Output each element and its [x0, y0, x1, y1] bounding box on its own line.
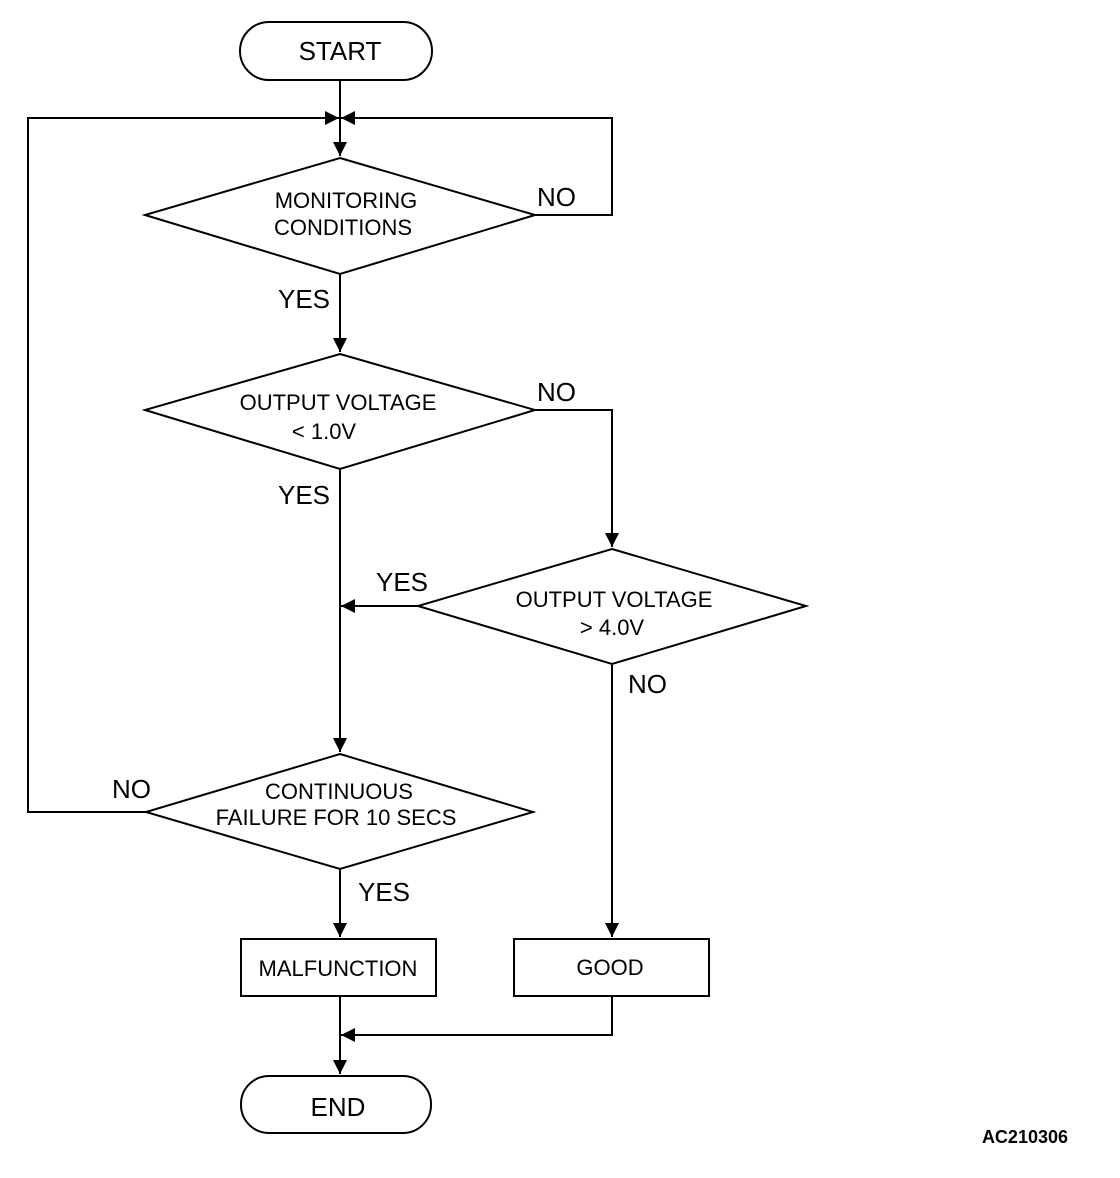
decision-monitoring: MONITORING CONDITIONS [141, 156, 539, 276]
decision-low-voltage-line2: < 1.0V [292, 419, 357, 444]
start-node: START [239, 21, 433, 81]
decision-continuous-line2: FAILURE FOR 10 SECS [216, 805, 457, 830]
label-continuous-yes: YES [358, 877, 410, 907]
edge-low-voltage-no [532, 409, 619, 547]
edge-good-end [341, 996, 613, 1042]
label-high-voltage-no: NO [628, 669, 667, 699]
label-monitoring-yes: YES [278, 284, 330, 314]
label-high-voltage-yes: YES [376, 567, 428, 597]
decision-continuous: CONTINUOUS FAILURE FOR 10 SECS [142, 752, 537, 871]
decision-high-voltage-line1: OUTPUT VOLTAGE [516, 587, 713, 612]
edge-monitoring-no [341, 111, 613, 216]
good-label: GOOD [576, 955, 643, 980]
label-low-voltage-yes: YES [278, 480, 330, 510]
label-continuous-no: NO [112, 774, 151, 804]
decision-low-voltage-line1: OUTPUT VOLTAGE [240, 390, 437, 415]
decision-continuous-line1: CONTINUOUS [265, 779, 413, 804]
label-monitoring-no: NO [537, 182, 576, 212]
decision-monitoring-line2: CONDITIONS [274, 215, 412, 240]
end-node: END [240, 1075, 432, 1134]
connectors [27, 80, 619, 1074]
edge-continuous-no [27, 111, 339, 813]
good-node: GOOD [513, 938, 710, 997]
figure-code: AC210306 [982, 1127, 1068, 1147]
end-label: END [311, 1092, 366, 1122]
start-label: START [299, 36, 382, 66]
edge-labels: NO YES NO YES YES NO NO YES [112, 182, 667, 907]
decision-monitoring-line1: MONITORING [275, 188, 418, 213]
decision-high-voltage-line2: > 4.0V [580, 615, 645, 640]
decision-high-voltage: OUTPUT VOLTAGE > 4.0V [414, 547, 810, 666]
malfunction-node: MALFUNCTION [240, 938, 437, 997]
decision-low-voltage: OUTPUT VOLTAGE < 1.0V [141, 352, 539, 471]
malfunction-label: MALFUNCTION [259, 956, 418, 981]
label-low-voltage-no: NO [537, 377, 576, 407]
